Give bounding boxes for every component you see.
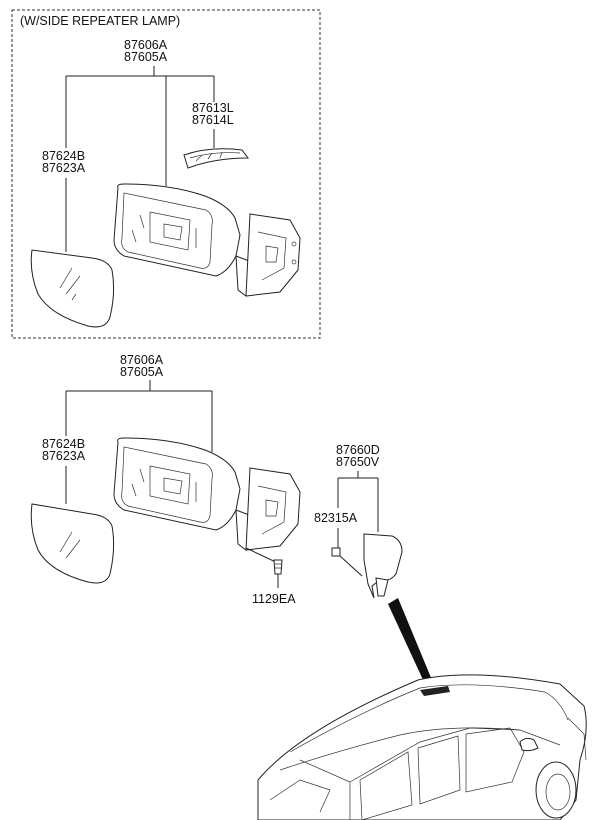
leader-lines-upper	[65, 66, 215, 252]
mirror-housing-lower	[113, 437, 301, 565]
label-lamp-2: 87614L	[192, 113, 234, 127]
variant-box	[11, 9, 321, 339]
side-repeater-lamp	[183, 148, 249, 169]
label-glass-2-upper: 87623A	[42, 161, 86, 175]
variant-box-title: (W/SIDE REPEATER LAMP)	[20, 14, 180, 28]
label-screw: 1129EA	[252, 592, 296, 606]
clip	[331, 547, 363, 577]
label-glass-2-lower: 87623A	[42, 449, 86, 463]
label-mirror-assy-1-lower: 87606A	[120, 353, 164, 367]
screw	[273, 559, 283, 575]
leader-lines-lower	[65, 380, 379, 588]
label-clip: 82315A	[314, 511, 358, 525]
label-glass-1-lower: 87624B	[42, 437, 85, 451]
mirror-glass-lower	[30, 503, 115, 584]
label-glass-1-upper: 87624B	[42, 149, 85, 163]
mirror-housing-upper	[113, 183, 301, 297]
pointer-wedge	[388, 598, 432, 682]
label-mirror-assy-2-upper: 87605A	[124, 50, 168, 64]
label-mirror-assy-1-upper: 87606A	[124, 38, 168, 52]
cover	[363, 533, 403, 599]
label-mirror-assy-2-lower: 87605A	[120, 365, 164, 379]
label-lamp-1: 87613L	[192, 101, 234, 115]
mirror-glass-upper	[30, 249, 115, 328]
label-cover-1: 87660D	[336, 443, 380, 457]
label-cover-2: 87650V	[336, 455, 380, 469]
vehicle-illustration	[257, 674, 587, 820]
